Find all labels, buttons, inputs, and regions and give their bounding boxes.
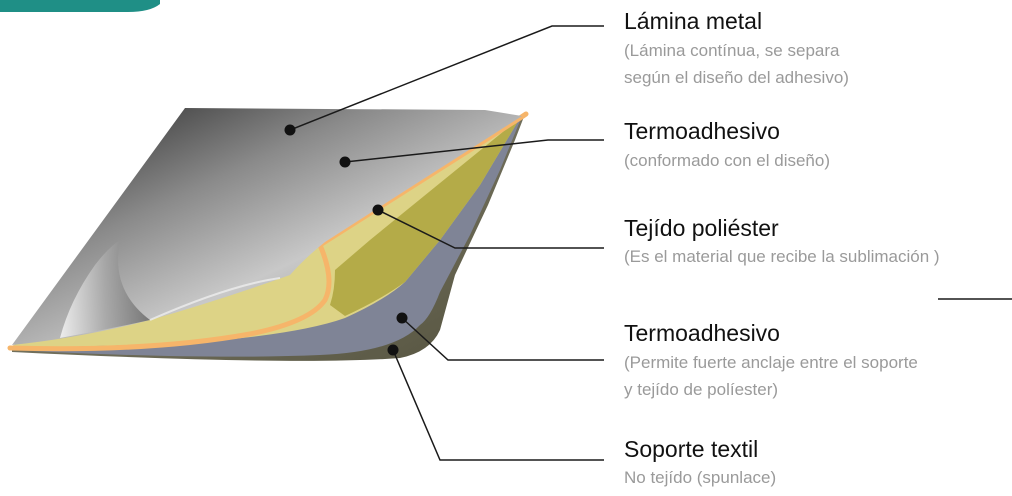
label-metal-foil-desc-1: (Lámina contínua, se separa [624, 41, 840, 60]
label-polyester-fabric-title: Tejído poliéster [624, 215, 779, 241]
label-metal-foil-title: Lámina metal [624, 8, 763, 34]
leader-line-top-thermo-adhesive [344, 139, 604, 163]
label-polyester-fabric-desc: (Es el material que recibe la sublimació… [624, 247, 940, 266]
leader-line-polyester-fabric [377, 209, 604, 249]
dot-metal-foil [284, 124, 296, 136]
label-metal-foil-desc-2: según el diseño del adhesivo) [624, 68, 849, 87]
dot-bottom-thermo-adhesive [396, 312, 408, 324]
top-thermo-adhesive-edge [7, 111, 529, 352]
metal-foil-curl [60, 240, 150, 338]
fabric-shadow [330, 118, 520, 316]
dot-polyester-fabric [372, 204, 384, 216]
label-textile-support-title: Soporte textil [624, 436, 759, 462]
leader-line-metal-foil [289, 25, 604, 131]
leader-line-bottom-thermo-adhesive [401, 317, 604, 361]
metal-foil-layer [12, 108, 522, 345]
label-top-thermo-adhesive-desc: (conformado con el diseño) [624, 151, 831, 170]
label-bottom-thermo-adhesive-desc-2: y tejído de políester) [624, 380, 779, 399]
label-textile-support-desc: No tejído (spunlace) [624, 468, 777, 487]
dot-top-thermo-adhesive [339, 156, 351, 168]
dot-textile-support [387, 344, 399, 356]
label-top-thermo-adhesive-title: Termoadhesivo [624, 118, 780, 144]
metal-foil-fold-line [149, 277, 281, 321]
label-bottom-thermo-adhesive-desc-1: (Permite fuerte anclaje entre el soporte [624, 353, 918, 372]
label-bottom-thermo-adhesive-title: Termoadhesivo [624, 320, 780, 346]
leader-line-textile-support [392, 349, 604, 461]
header-tab-shape [0, 0, 160, 12]
